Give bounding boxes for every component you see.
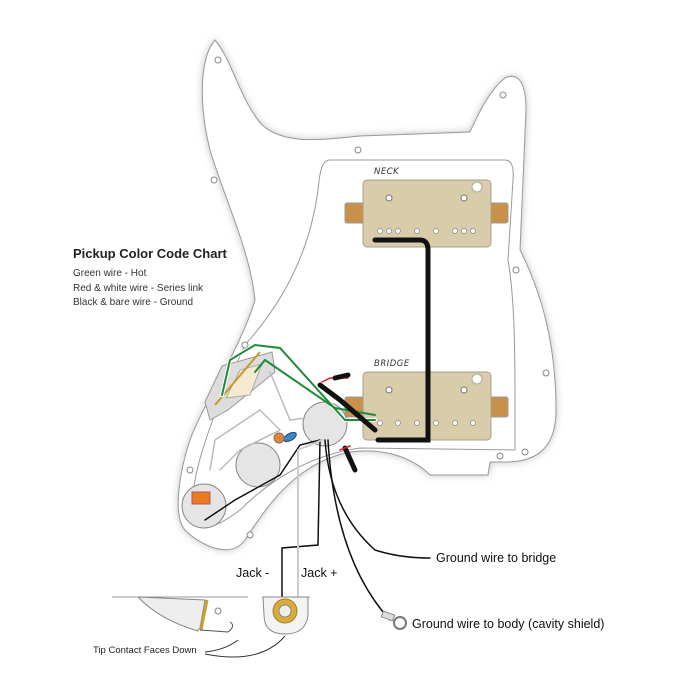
- ground-body-label: Ground wire to body (cavity shield): [412, 617, 605, 631]
- neck-label: NECK: [374, 167, 400, 177]
- bridge-label: BRIDGE: [374, 359, 410, 369]
- jack-plus-label: Jack +: [301, 566, 338, 580]
- ring-terminal: [380, 610, 407, 630]
- wires: [204, 237, 431, 621]
- screw-holes: [186, 56, 550, 539]
- ground-bridge-label: Ground wire to bridge: [436, 551, 557, 565]
- neck-pickup: [344, 179, 509, 248]
- jack-detail: [112, 596, 310, 658]
- jack-minus-label: Jack -: [236, 566, 270, 580]
- legend-item-hot: Green wire - Hot: [73, 268, 147, 279]
- pickguard: [177, 39, 557, 551]
- legend-item-ground: Black & bare wire - Ground: [73, 297, 194, 308]
- legend-title: Pickup Color Code Chart: [73, 246, 227, 261]
- tip-contact-label: Tip Contact Faces Down: [93, 645, 197, 656]
- potentiometers: [181, 401, 348, 529]
- legend-item-series: Red & white wire - Series link: [73, 283, 204, 294]
